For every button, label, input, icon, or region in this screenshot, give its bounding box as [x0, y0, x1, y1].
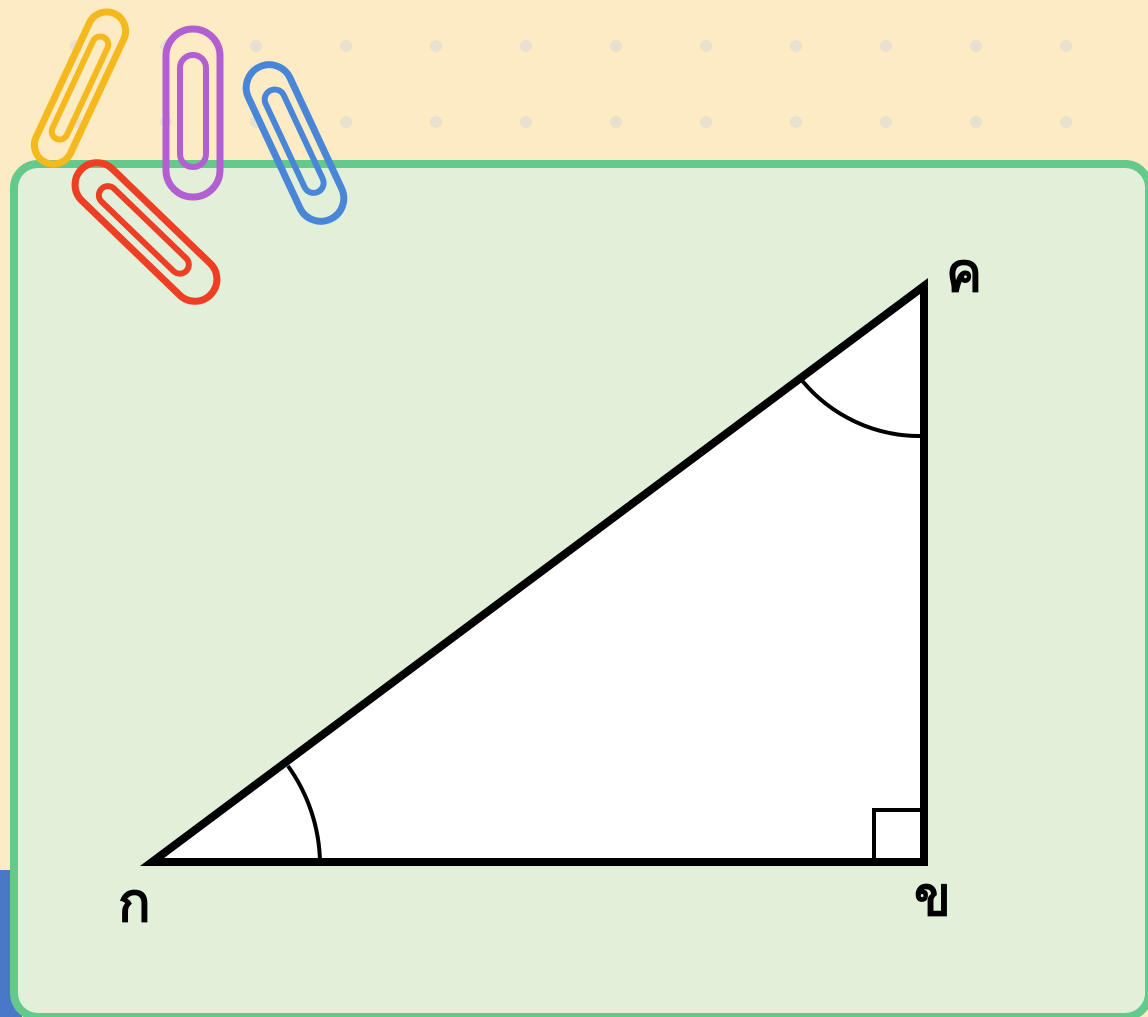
paperclip-icon [30, 8, 130, 168]
paperclips-decoration [30, 8, 348, 305]
vertex-label-b: ข [914, 865, 951, 928]
triangle-shape [139, 278, 928, 866]
right-angle-marker [872, 808, 926, 862]
vertex-label-c: ค [946, 241, 983, 304]
vertex-label-a: ก [118, 871, 151, 934]
paperclip-icon [71, 159, 221, 305]
angle-arc-c [798, 376, 925, 439]
paperclip-icon [162, 25, 224, 201]
paperclip-icon [242, 61, 348, 225]
angle-arc-a [286, 764, 322, 863]
